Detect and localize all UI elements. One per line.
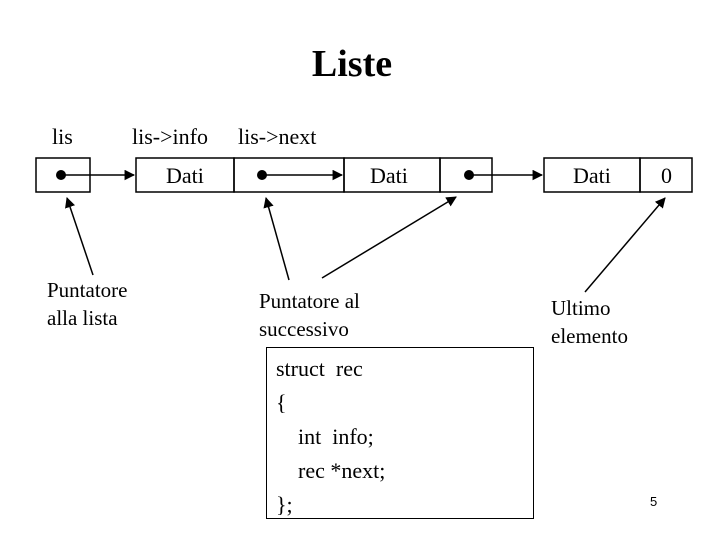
annotation-pointer-to-next: Puntatore al successivo [259, 289, 360, 341]
label-lis-info: lis->info [132, 124, 208, 149]
label-lis-next: lis->next [238, 124, 317, 149]
annotation-arrow-pointer-to-next-a [263, 196, 290, 281]
annotation-last-element: Ultimo elemento [551, 296, 628, 348]
code-box [266, 347, 534, 519]
node3-next-null-text: 0 [661, 163, 672, 188]
annotation-arrow-pointer-to-next-b [321, 196, 457, 279]
annotation-pointer-to-list: Puntatore alla lista [47, 278, 128, 330]
slide-number: 5 [650, 494, 658, 509]
annotation-arrow-pointer-to-list [65, 197, 94, 276]
node2-data-text: Dati [370, 163, 408, 188]
node3-next-cell [639, 157, 693, 193]
slide-title: Liste [311, 43, 393, 85]
node3-data-text: Dati [573, 163, 611, 188]
label-lis: lis [52, 124, 73, 149]
node1-data-text: Dati [166, 163, 204, 188]
annotation-arrow-last-element [584, 197, 666, 293]
struct-code: struct rec { int info; rec *next; }; [276, 356, 386, 517]
